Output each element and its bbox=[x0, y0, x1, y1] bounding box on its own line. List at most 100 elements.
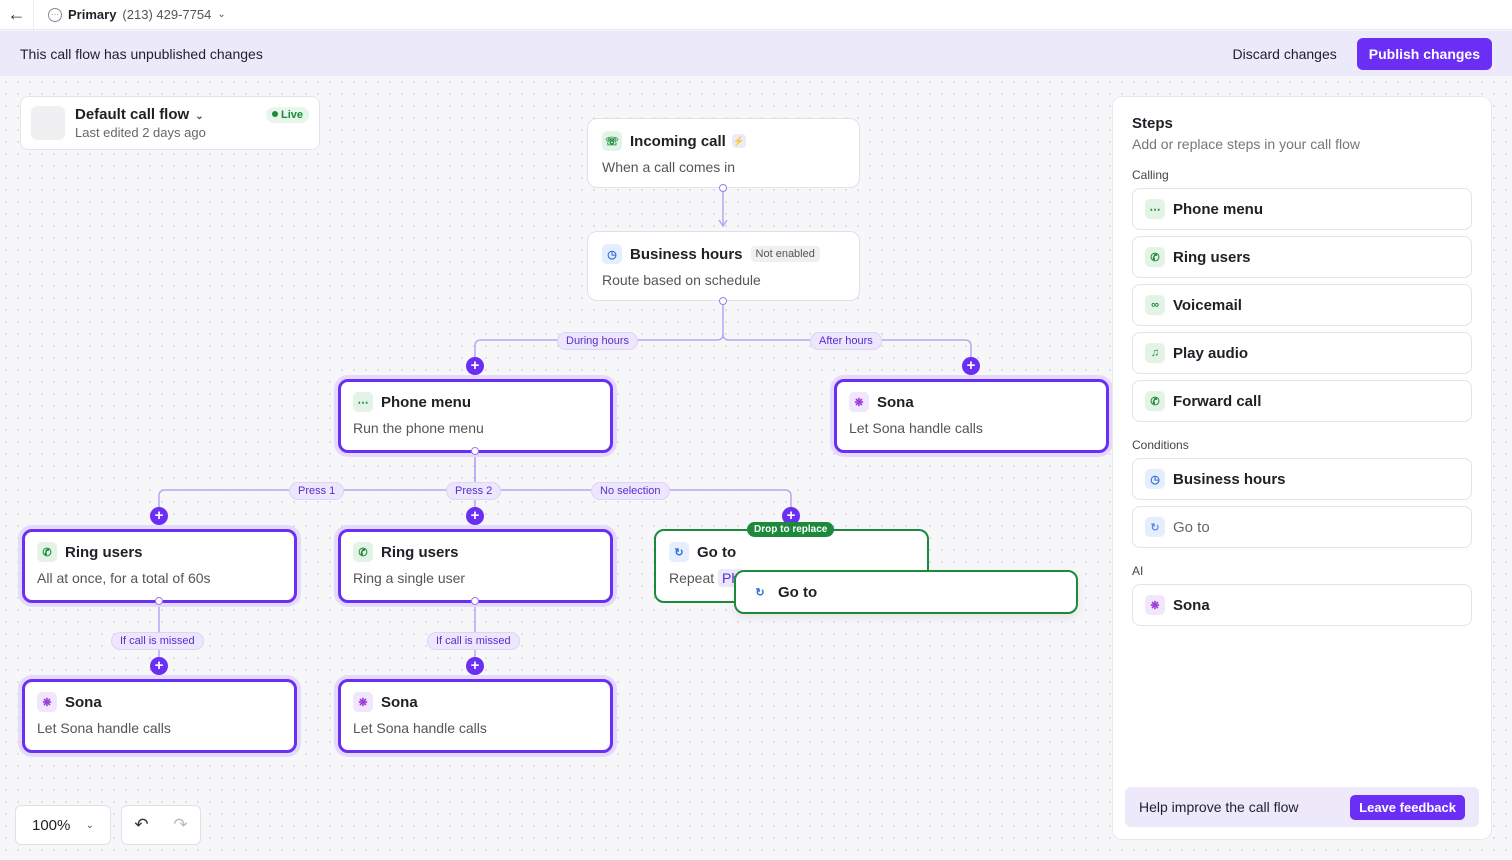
clock-icon: ◷ bbox=[1145, 469, 1165, 489]
step-play-audio[interactable]: ♫ Play audio bbox=[1132, 332, 1472, 374]
edge-label-after-hours: After hours bbox=[810, 332, 882, 350]
discard-changes-button[interactable]: Discard changes bbox=[1232, 45, 1337, 62]
line-name: Primary bbox=[68, 7, 117, 22]
edge-arrow bbox=[718, 219, 728, 228]
edge-label-if-missed: If call is missed bbox=[111, 632, 204, 650]
phone-ring-icon: ✆ bbox=[353, 542, 373, 562]
banner-message: This call flow has unpublished changes bbox=[20, 45, 263, 62]
route-icon: ↻ bbox=[1145, 517, 1165, 537]
step-label: Phone menu bbox=[1173, 200, 1264, 218]
unpublished-banner: This call flow has unpublished changes D… bbox=[0, 31, 1512, 76]
clock-icon: ◷ bbox=[602, 244, 622, 264]
step-sona[interactable]: ❋Sona bbox=[1132, 584, 1472, 626]
sona-icon: ❋ bbox=[1145, 595, 1165, 615]
sona-icon: ❋ bbox=[353, 692, 373, 712]
node-sona[interactable]: ❋ Sona Let Sona handle calls bbox=[338, 679, 613, 753]
chevron-down-icon: ⌄ bbox=[85, 819, 94, 831]
dragging-go-to-step[interactable]: ↻ Go to bbox=[734, 570, 1078, 614]
add-step-button[interactable]: + bbox=[466, 357, 484, 375]
add-step-button[interactable]: + bbox=[782, 507, 800, 525]
route-icon: ↻ bbox=[669, 542, 689, 562]
phone-ring-icon: ✆ bbox=[1145, 247, 1165, 267]
add-step-button[interactable]: + bbox=[962, 357, 980, 375]
add-step-button[interactable]: + bbox=[466, 507, 484, 525]
drop-to-replace-badge: Drop to replace bbox=[747, 522, 835, 537]
node-title: Go to bbox=[697, 543, 737, 561]
step-label: Go to bbox=[1173, 518, 1210, 536]
node-subtitle: Repeat bbox=[669, 570, 715, 586]
step-forward-call[interactable]: ✆ Forward call bbox=[1132, 380, 1472, 422]
add-step-button[interactable]: + bbox=[150, 507, 168, 525]
not-enabled-tag: Not enabled bbox=[750, 246, 820, 262]
edge-label-if-missed: If call is missed bbox=[427, 632, 520, 650]
edge-label-during-hours: During hours bbox=[557, 332, 638, 350]
chat-bubble-icon: ⋯ bbox=[48, 7, 62, 22]
add-step-button[interactable]: + bbox=[150, 657, 168, 675]
step-go-to[interactable]: ↻ Go to bbox=[1132, 506, 1472, 548]
step-phone-menu[interactable]: ⋯Phone menu bbox=[1132, 188, 1472, 230]
chevron-down-icon: ⌄ bbox=[217, 9, 226, 20]
panel-subtitle: Add or replace steps in your call flow bbox=[1132, 136, 1360, 152]
leave-feedback-button[interactable]: Leave feedback bbox=[1350, 794, 1465, 820]
section-ai: AI bbox=[1132, 564, 1144, 578]
node-title: Sona bbox=[381, 693, 418, 711]
keypad-icon: ⋯ bbox=[353, 392, 373, 412]
phone-ring-icon: ✆ bbox=[37, 542, 57, 562]
panel-title: Steps bbox=[1132, 115, 1173, 132]
node-subtitle: Run the phone menu bbox=[353, 420, 484, 436]
node-ring-users-single[interactable]: ✆Ring users Ring a single user bbox=[338, 529, 613, 603]
node-go-to[interactable]: ↻Go to Repeat Ph bbox=[654, 529, 929, 603]
node-subtitle: Ring a single user bbox=[353, 570, 466, 586]
line-number: (213) 429-7754 bbox=[122, 7, 212, 22]
step-ring-users[interactable]: ✆ Ring users bbox=[1132, 236, 1472, 278]
node-title: Incoming call bbox=[630, 132, 726, 150]
connector-dot[interactable] bbox=[719, 184, 727, 192]
node-title: Phone menu bbox=[381, 393, 472, 411]
add-step-button[interactable]: + bbox=[466, 657, 484, 675]
node-title: Business hours bbox=[630, 245, 743, 263]
node-subtitle: Let Sona handle calls bbox=[353, 720, 487, 736]
steps-panel: Steps Add or replace steps in your call … bbox=[1112, 96, 1492, 840]
edge-label-press-2: Press 2 bbox=[446, 482, 502, 500]
zoom-level: 100% bbox=[32, 816, 71, 834]
undo-redo-group: ↶ ↷ bbox=[121, 805, 201, 845]
edge-after-hours bbox=[722, 333, 972, 360]
edge-label-press-1: Press 1 bbox=[289, 482, 345, 500]
call-flow-selector[interactable]: Default call flow⌄ Last edited 2 days ag… bbox=[20, 96, 320, 150]
publish-changes-button[interactable]: Publish changes bbox=[1356, 37, 1492, 70]
node-incoming-call[interactable]: ☏Incoming call⚡ When a call comes in bbox=[587, 118, 860, 188]
redo-icon[interactable]: ↷ bbox=[173, 815, 188, 834]
flow-name: Default call flow bbox=[75, 106, 190, 123]
node-phone-menu[interactable]: ⋯ Phone menu Run the phone menu bbox=[338, 379, 613, 453]
speaker-icon: ♫ bbox=[1145, 343, 1165, 363]
phone-incoming-icon: ☏ bbox=[602, 131, 622, 151]
feedback-text: Help improve the call flow bbox=[1139, 799, 1299, 815]
back-arrow-icon[interactable]: ← bbox=[0, 0, 34, 30]
edge-label-no-selection: No selection bbox=[591, 482, 670, 500]
step-voicemail[interactable]: ∞Voicemail bbox=[1132, 284, 1472, 326]
node-subtitle: Let Sona handle calls bbox=[849, 420, 983, 436]
node-sona[interactable]: ❋Sona Let Sona handle calls bbox=[22, 679, 297, 753]
drag-label: Go to bbox=[778, 583, 818, 601]
chevron-down-icon: ⌄ bbox=[195, 111, 204, 122]
node-sona-after-hours[interactable]: ❋Sona Let Sona handle calls bbox=[834, 379, 1109, 453]
step-business-hours[interactable]: ◷Business hours bbox=[1132, 458, 1472, 500]
step-label: Ring users bbox=[1173, 248, 1251, 266]
step-label: Forward call bbox=[1173, 392, 1262, 410]
route-icon: ↻ bbox=[755, 586, 765, 599]
connector-dot[interactable] bbox=[155, 597, 163, 605]
step-label: Play audio bbox=[1173, 344, 1249, 362]
top-bar: ← ⋯ Primary (213) 429-7754 ⌄ bbox=[0, 0, 1512, 30]
line-selector[interactable]: ⋯ Primary (213) 429-7754 ⌄ bbox=[48, 7, 226, 22]
voicemail-icon: ∞ bbox=[1145, 295, 1165, 315]
flow-thumbnail bbox=[31, 106, 65, 140]
node-subtitle: Let Sona handle calls bbox=[37, 720, 171, 736]
phone-forward-icon: ✆ bbox=[1145, 391, 1165, 411]
connector-dot[interactable] bbox=[471, 447, 479, 455]
zoom-selector[interactable]: 100% ⌄ bbox=[15, 805, 111, 845]
connector-dot[interactable] bbox=[471, 597, 479, 605]
connector-dot[interactable] bbox=[719, 297, 727, 305]
node-ring-users-all[interactable]: ✆Ring users All at once, for a total of … bbox=[22, 529, 297, 603]
undo-icon[interactable]: ↶ bbox=[134, 815, 149, 834]
